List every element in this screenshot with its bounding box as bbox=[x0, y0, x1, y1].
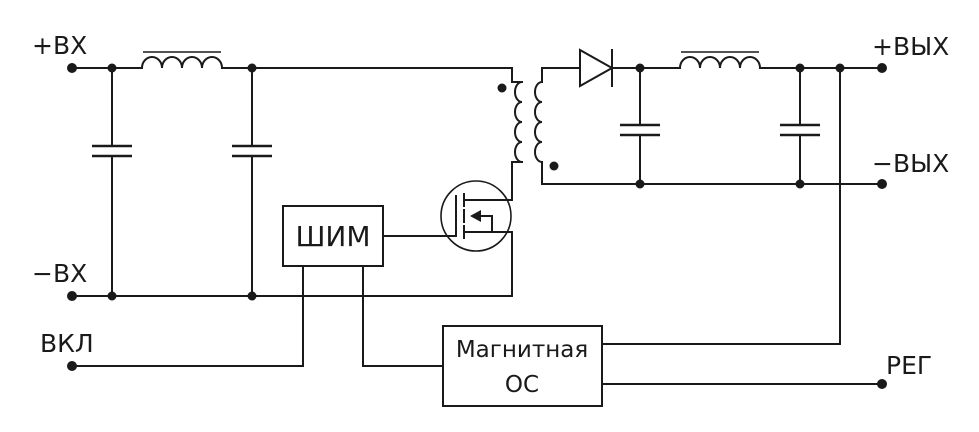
terminal-in-plus-label: +ВХ bbox=[32, 31, 87, 60]
output-capacitor-1 bbox=[620, 67, 660, 185]
junction-dot bbox=[107, 63, 117, 73]
junction-dots bbox=[107, 63, 845, 301]
junction-dot bbox=[795, 179, 805, 189]
magnetic-feedback-block: Магнитная ОС bbox=[442, 325, 603, 407]
junction-dot bbox=[247, 291, 257, 301]
terminal-enable: ВКЛ bbox=[40, 329, 94, 371]
terminal-out-minus: −ВЫХ bbox=[872, 149, 949, 189]
transformer bbox=[497, 67, 559, 193]
terminal-out-minus-label: −ВЫХ bbox=[872, 149, 949, 178]
output-wiring bbox=[541, 67, 883, 185]
feedback-label-line2: ОС bbox=[505, 372, 539, 398]
pwm-block: ШИМ bbox=[282, 205, 384, 267]
pwm-label: ШИМ bbox=[295, 220, 370, 253]
junction-dot bbox=[835, 63, 845, 73]
junction-dot bbox=[107, 291, 117, 301]
junction-dot bbox=[247, 63, 257, 73]
output-capacitor-2 bbox=[780, 67, 820, 185]
enable-line bbox=[71, 265, 304, 367]
terminal-out-plus-label: +ВЫХ bbox=[872, 32, 949, 61]
terminal-reg: РЕГ bbox=[877, 351, 932, 389]
terminal-in-minus: −ВХ bbox=[32, 259, 87, 301]
terminal-in-plus: +ВХ bbox=[32, 31, 87, 73]
terminal-reg-label: РЕГ bbox=[886, 351, 932, 380]
input-wiring bbox=[71, 67, 513, 297]
terminal-out-plus: +ВЫХ bbox=[872, 32, 949, 73]
feedback-sense-line bbox=[601, 67, 841, 345]
terminal-enable-label: ВКЛ bbox=[40, 329, 94, 358]
junction-dot bbox=[795, 63, 805, 73]
output-inductor bbox=[678, 51, 762, 70]
feedback-label-line1: Магнитная bbox=[456, 337, 588, 363]
output-diode bbox=[579, 48, 615, 88]
junction-dot bbox=[635, 179, 645, 189]
junction-dot bbox=[635, 63, 645, 73]
terminal-in-minus-label: −ВХ bbox=[32, 259, 87, 288]
input-capacitor-1 bbox=[92, 67, 132, 297]
input-inductor bbox=[140, 51, 224, 70]
mosfet-switch bbox=[383, 180, 513, 252]
pwm-feedback-line bbox=[362, 265, 444, 367]
input-capacitor-2 bbox=[232, 67, 272, 297]
